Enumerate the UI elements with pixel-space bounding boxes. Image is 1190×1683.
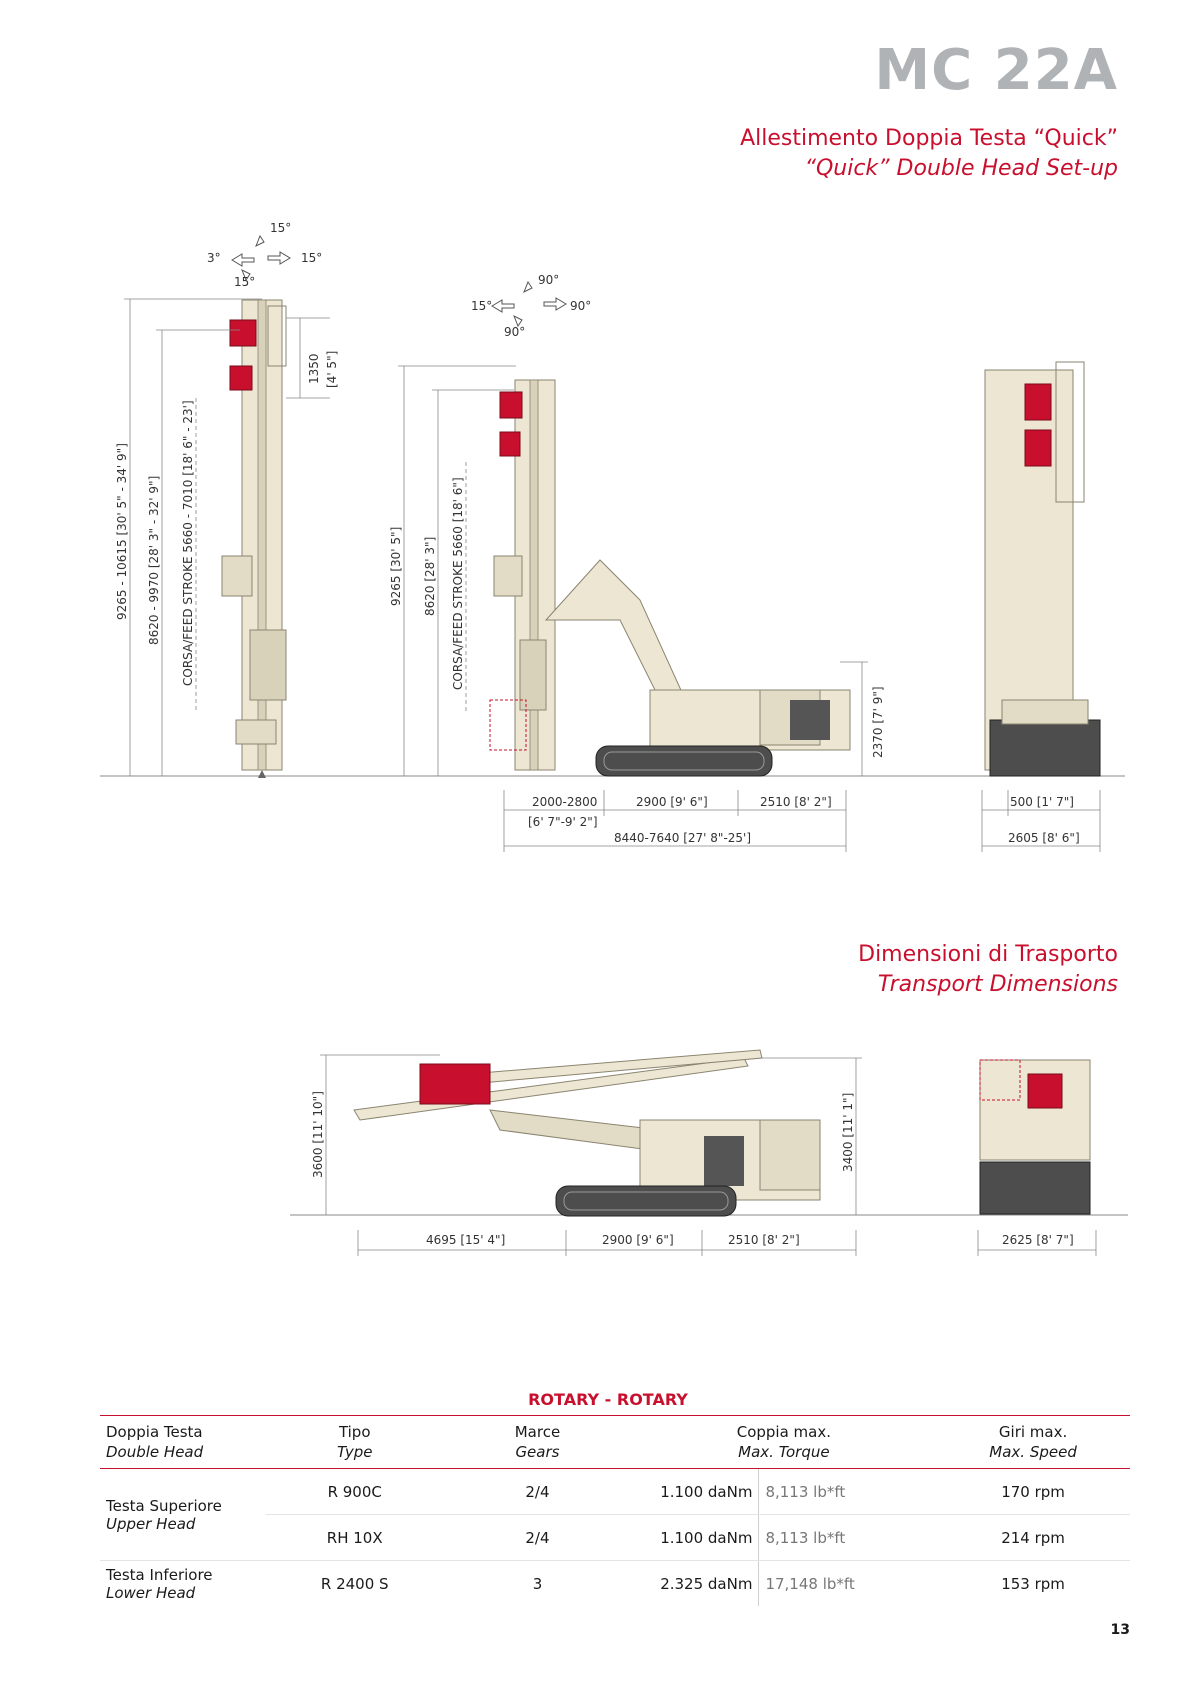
dim-front-imperial: [6' 7"-9' 2"] — [528, 815, 598, 829]
angle-indicator-b — [491, 280, 567, 328]
cell-speed: 153 rpm — [1001, 1574, 1065, 1593]
transport-drawing: 3600 [11' 10"] 3400 [11' 1"] 4695 [15' 4… — [290, 1049, 1128, 1256]
cell-type: R 2400 S — [320, 1574, 389, 1593]
section-title-setup-en: “Quick” Double Head Set-up — [804, 156, 1118, 181]
dim-head: 1350 — [307, 353, 321, 384]
angle-b-top: 90° — [538, 273, 559, 287]
angle-a-top: 15° — [270, 221, 291, 235]
dim-total-height: 9265 - 10615 [30' 5" - 34' 9"] — [115, 443, 129, 620]
dim-front: 2000-2800 — [532, 795, 597, 809]
header-torque: Coppia max.Max. Torque — [631, 1415, 937, 1469]
dim-stroke-b: CORSA/FEED STROKE 5660 [18' 6"] — [451, 477, 465, 690]
dim-height-b: 9265 [30' 5"] — [389, 527, 403, 606]
table-row: RH 10X 2/4 1.100 daNm 8,113 lb*ft 214 rp… — [100, 1514, 1130, 1561]
transport-machine-rear — [979, 1059, 1091, 1215]
section-title-transport: Dimensioni di Trasporto Transport Dimens… — [858, 940, 1118, 1000]
angle-b-right: 90° — [570, 299, 591, 313]
section-title-setup-it: Allestimento Doppia Testa “Quick” — [740, 126, 1118, 151]
dim-overall: 8440-7640 [27' 8"-25'] — [614, 831, 751, 845]
angle-a-right: 15° — [301, 251, 322, 265]
dim-cab-height: 2370 [7' 9"] — [871, 686, 885, 758]
dim-transport-track: 2900 [9' 6"] — [602, 1233, 674, 1247]
cell-type: R 900C — [266, 1468, 444, 1515]
section-title-transport-it: Dimensioni di Trasporto — [858, 942, 1118, 967]
cell-gears: 2/4 — [443, 1514, 632, 1561]
table-title: ROTARY - ROTARY — [528, 1390, 688, 1409]
angle-a-left: 3° — [207, 251, 221, 265]
mast-view-b — [489, 379, 851, 777]
angle-b-left: 15° — [471, 299, 492, 313]
cell-torque-imperial: 8,113 lb*ft — [758, 1514, 937, 1561]
cell-gears: 2/4 — [443, 1468, 632, 1515]
dim-transport-height-front: 3600 [11' 10"] — [311, 1091, 325, 1178]
dim-mast-height: 8620 - 9970 [28' 3" - 32' 9"] — [147, 476, 161, 645]
cell-speed: 170 rpm — [936, 1468, 1130, 1515]
dim-width: 2605 [8' 6"] — [1008, 831, 1080, 845]
dim-track-width: 500 [1' 7"] — [1010, 795, 1074, 809]
angle-a-bottom: 15° — [234, 275, 255, 289]
cell-torque: 2.325 daNm — [631, 1560, 760, 1606]
product-title: MC 22A — [874, 38, 1118, 103]
page-number: 13 — [1110, 1622, 1130, 1638]
cell-torque: 1.100 daNm — [631, 1514, 760, 1561]
mast-view-c — [984, 361, 1101, 777]
angle-b-bottom: 90° — [504, 325, 525, 339]
dim-head-imperial: [4' 5"] — [325, 351, 339, 388]
cell-type: RH 10X — [266, 1514, 444, 1561]
transport-machine-side — [353, 1049, 821, 1217]
section-title-setup: Allestimento Doppia Testa “Quick” “Quick… — [740, 124, 1118, 184]
dim-transport-rear: 2510 [8' 2"] — [728, 1233, 800, 1247]
cell-torque: 1.100 daNm — [631, 1468, 760, 1515]
cell-torque-imperial: 8,113 lb*ft — [758, 1468, 937, 1515]
mast-view-a — [221, 299, 287, 778]
cell-torque-imperial: 17,148 lb*ft — [765, 1574, 855, 1593]
dim-track: 2900 [9' 6"] — [636, 795, 708, 809]
dim-transport-front: 4695 [15' 4"] — [426, 1233, 505, 1247]
dim-stroke-a: CORSA/FEED STROKE 5660 - 7010 [18' 6" - … — [181, 400, 195, 686]
section-title-transport-en: Transport Dimensions — [877, 972, 1118, 997]
dim-mast-b: 8620 [28' 3"] — [423, 537, 437, 616]
dim-transport-width: 2625 [8' 7"] — [1002, 1233, 1074, 1247]
dim-transport-height-rear: 3400 [11' 1"] — [841, 1093, 855, 1172]
header-speed: Giri max.Max. Speed — [936, 1415, 1130, 1469]
angle-indicator-a — [231, 234, 291, 282]
dim-rear: 2510 [8' 2"] — [760, 795, 832, 809]
cell-speed: 214 rpm — [936, 1514, 1130, 1561]
cell-gears: 3 — [532, 1574, 543, 1593]
setup-drawing: 15° 3° 15° 15° 90° 15° 90° 90° 9265 - 10… — [100, 221, 1125, 852]
